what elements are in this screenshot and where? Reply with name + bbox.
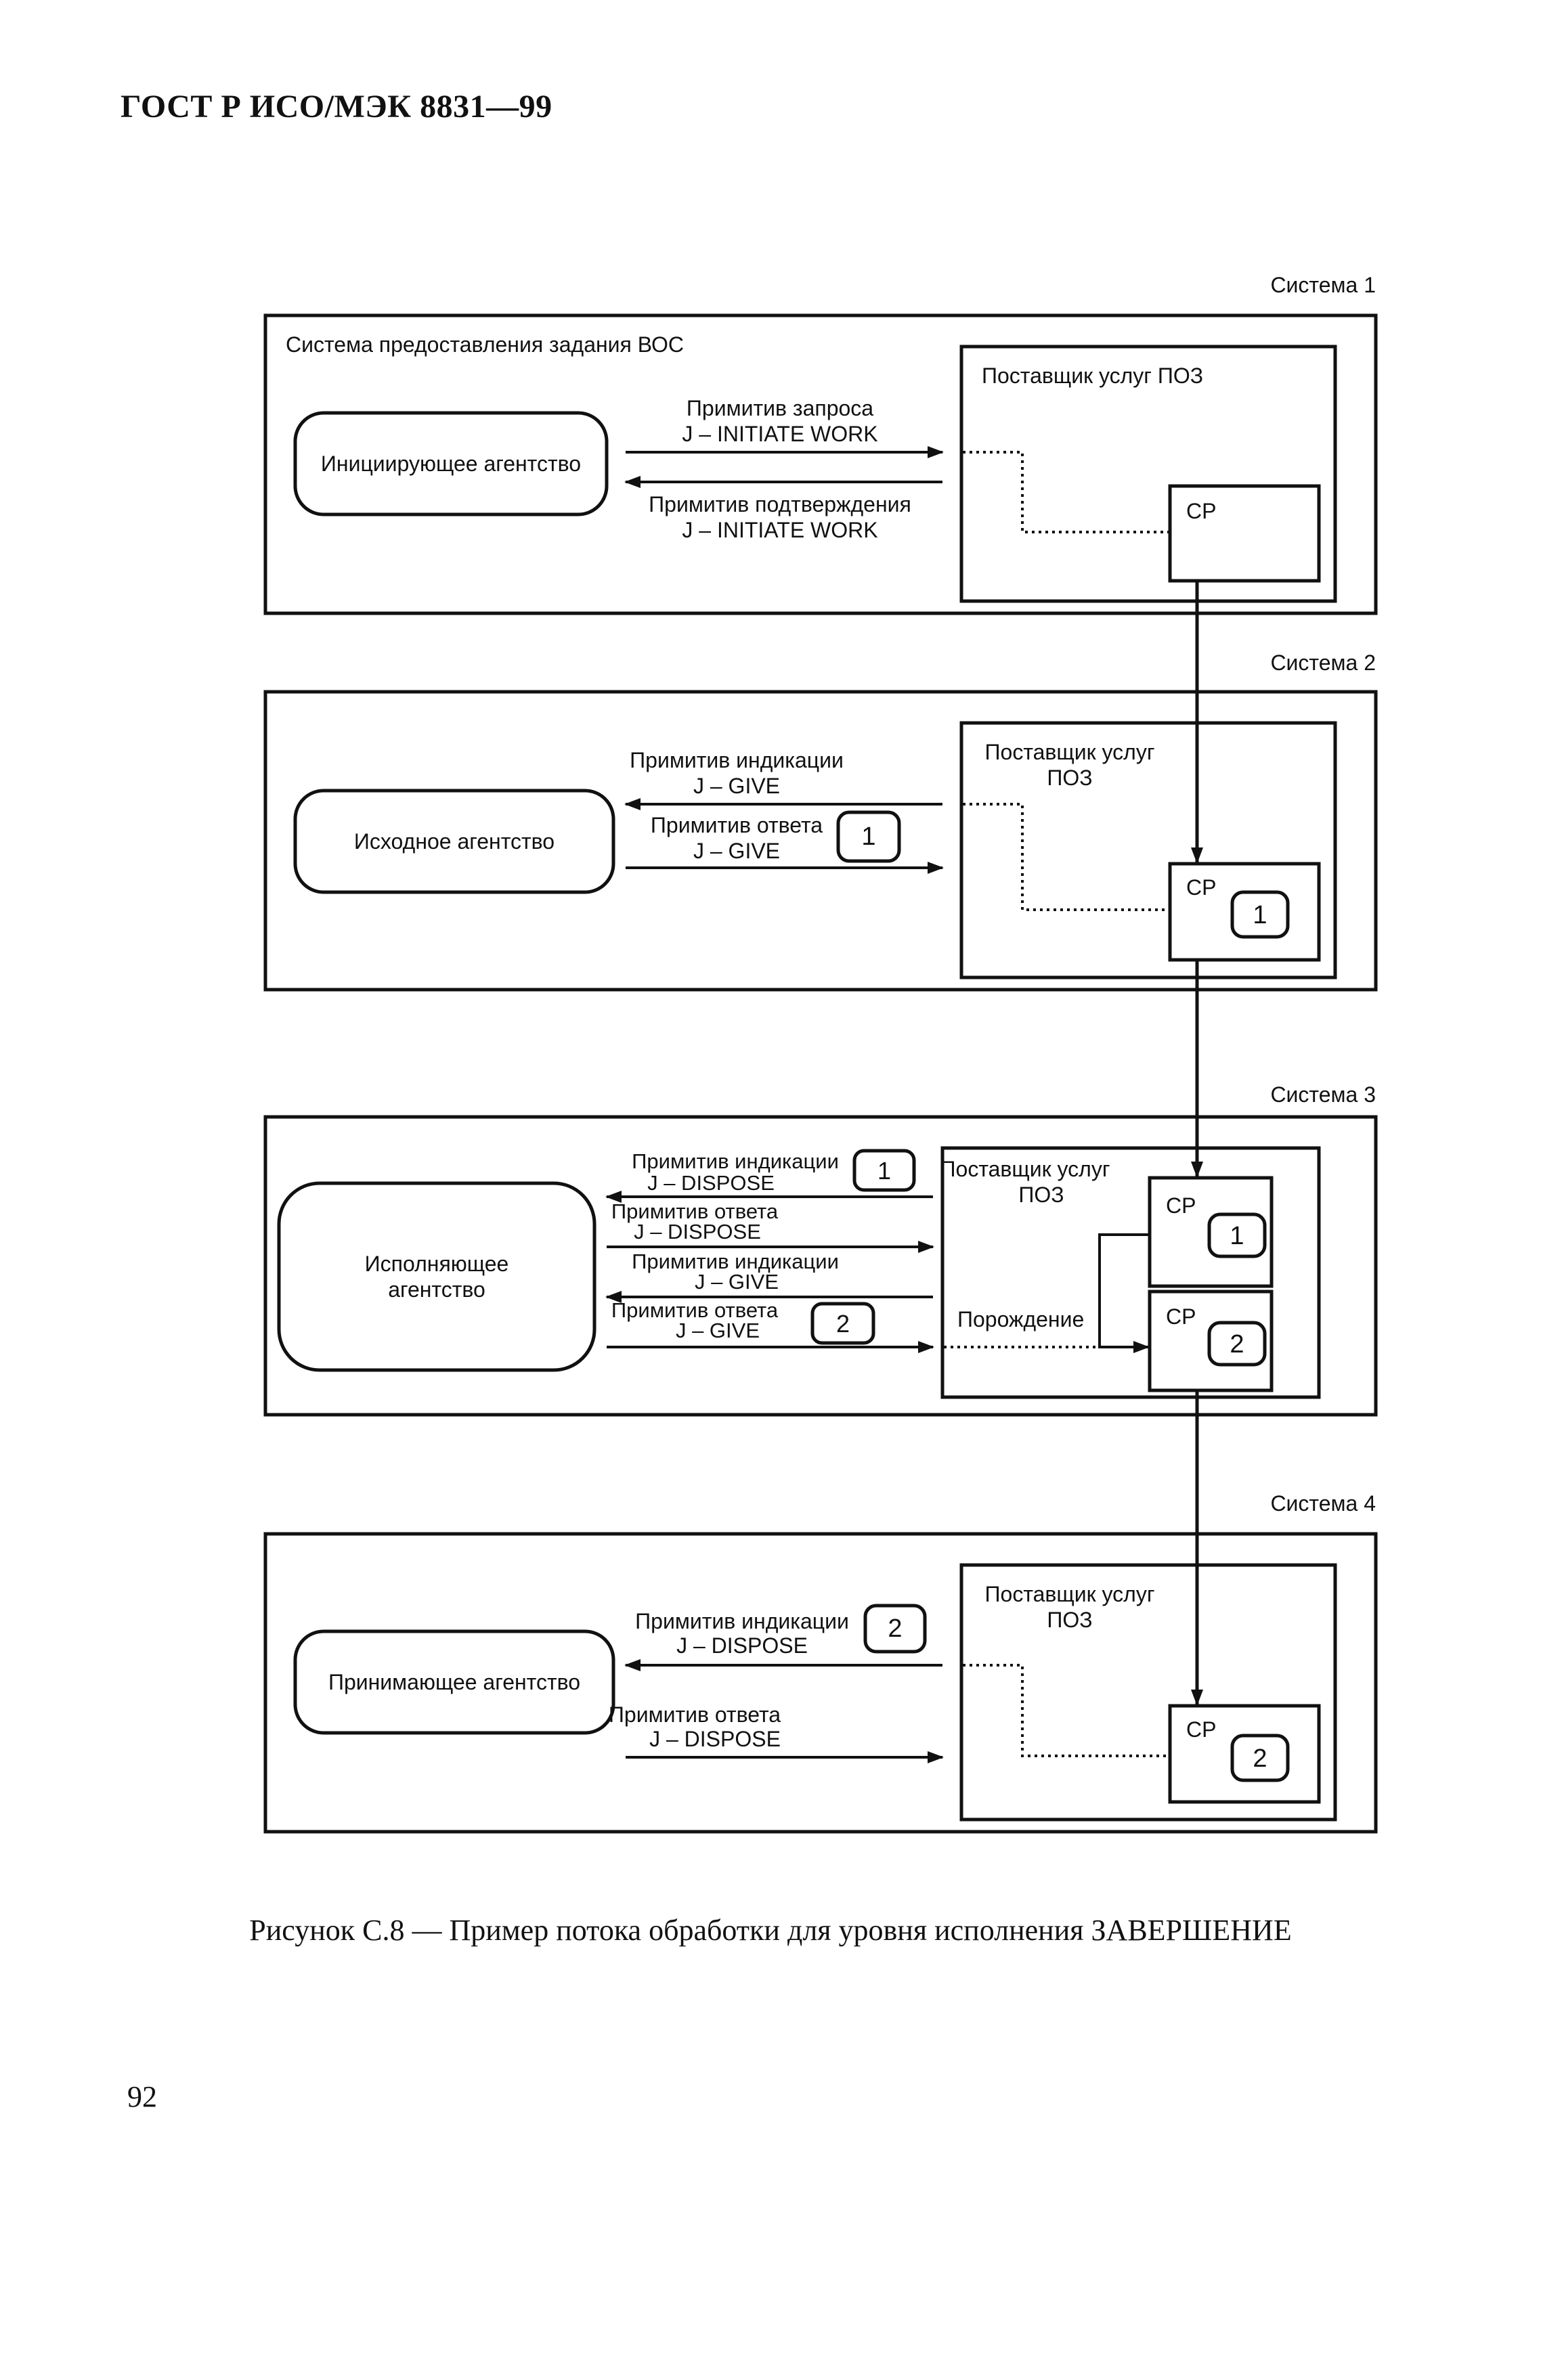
provider-4 (959, 1563, 1337, 1822)
provider-4-line1: Поставщик услуг (985, 1582, 1155, 1606)
receiving-agency (293, 1629, 615, 1735)
provider-2 (959, 721, 1337, 979)
spawn-arrow (1098, 1233, 1150, 1353)
cp-2-badge (1230, 890, 1290, 939)
s3-ind-give-line2: J – GIVE (695, 1270, 779, 1294)
s4-ind-line2: J – DISPOSE (676, 1633, 808, 1658)
s2-response-badge (836, 810, 901, 863)
cp-box-3a (1148, 1176, 1274, 1288)
cp-3b-badge-number: 2 (1230, 1330, 1244, 1359)
executing-agency (277, 1181, 596, 1372)
s2-indication-line1: Примитив индикации (630, 748, 844, 772)
cp-3b-badge (1207, 1321, 1267, 1367)
page-header: ГОСТ Р ИСО/МЭК 8831—99 (121, 89, 552, 125)
provider-4-line2: ПОЗ (1047, 1608, 1092, 1632)
provider-3-line2: ПОЗ (1018, 1183, 1064, 1207)
system-1-label: Система 1 (1270, 273, 1376, 297)
s2-response-line2: J – GIVE (693, 839, 780, 863)
system-1-frame (263, 313, 1378, 615)
s3-resp-give-badge (810, 1302, 875, 1345)
s4-ind-line1: Примитив индикации (635, 1609, 849, 1633)
provider-1 (959, 345, 1337, 603)
s3-resp-give-line2: J – GIVE (676, 1319, 760, 1342)
provider-3 (940, 1146, 1321, 1399)
dotted-link-2 (963, 803, 1170, 911)
cp-3a-badge-number: 1 (1230, 1222, 1244, 1250)
provider-2-line1: Поставщик услуг (985, 740, 1155, 764)
system-3: Система 3 Исполняющее агентство Примитив… (263, 1082, 1378, 1417)
cp-1-label: СР (1186, 499, 1216, 523)
figure-caption: Рисунок С.8 — Пример потока обработки дл… (249, 1914, 1292, 1947)
cp-3a-badge (1207, 1212, 1267, 1258)
cp-3a-label: СР (1166, 1193, 1196, 1218)
s4-resp-line2: J – DISPOSE (649, 1727, 781, 1751)
cp-box-2 (1168, 862, 1321, 962)
cp-4-badge (1230, 1734, 1290, 1782)
executing-agency-line1: Исполняющее (365, 1252, 509, 1276)
cp-box-1 (1168, 484, 1321, 583)
cp-box-4 (1168, 1704, 1321, 1804)
provider-2-line2: ПОЗ (1047, 766, 1092, 790)
system-4-label: Система 4 (1270, 1491, 1376, 1516)
s3-resp-give-line1: Примитив ответа (611, 1298, 779, 1322)
s3-resp-give-badge-number: 2 (836, 1310, 850, 1338)
request-primitive-line1: Примитив запроса (687, 396, 873, 420)
s3-ind-dispose-line1: Примитив индикации (632, 1149, 839, 1173)
page-number: 92 (127, 2080, 157, 2113)
source-agency (293, 789, 615, 894)
s3-ind-dispose-badge (852, 1149, 916, 1192)
system-2-frame (263, 690, 1378, 992)
cp-4-badge-number: 2 (1253, 1744, 1267, 1773)
request-primitive-line2: J – INITIATE WORK (682, 422, 877, 446)
osi-system-label: Система предоставления задания ВОС (286, 332, 684, 357)
cp-2-badge-number: 1 (1253, 901, 1267, 929)
cp-box-3b (1148, 1290, 1274, 1392)
s3-ind-give-line1: Примитив индикации (632, 1250, 839, 1273)
s4-resp-line1: Примитив ответа (609, 1702, 781, 1727)
s2-response-badge-number: 1 (861, 822, 875, 851)
initiating-agency (293, 411, 609, 516)
s3-resp-dispose-line2: J – DISPOSE (634, 1220, 761, 1243)
s2-response-line1: Примитив ответа (651, 813, 823, 837)
s2-indication-line2: J – GIVE (693, 774, 780, 798)
system-4: Система 4 Принимающее агентство Примитив… (263, 1491, 1378, 1834)
dotted-link-4 (963, 1664, 1170, 1757)
confirm-primitive-line2: J – INITIATE WORK (682, 518, 877, 542)
system-2-label: Система 2 (1270, 651, 1376, 675)
cp-4-label: СР (1186, 1717, 1216, 1742)
s3-resp-dispose-line1: Примитив ответа (611, 1199, 779, 1223)
source-agency-label: Исходное агентство (354, 829, 555, 854)
s4-ind-badge (863, 1604, 927, 1654)
s3-ind-dispose-line2: J – DISPOSE (647, 1171, 775, 1195)
s3-ind-dispose-badge-number: 1 (877, 1157, 891, 1185)
cp-2-label: СР (1186, 875, 1216, 900)
system-3-label: Система 3 (1270, 1082, 1376, 1107)
provider-1-label: Поставщик услуг ПОЗ (982, 363, 1203, 388)
receiving-agency-label: Принимающее агентство (328, 1670, 580, 1694)
system-4-frame (263, 1532, 1378, 1834)
cp-3b-label: СР (1166, 1304, 1196, 1329)
executing-agency-line2: агентство (388, 1277, 485, 1302)
system-3-frame (263, 1115, 1378, 1417)
s4-ind-badge-number: 2 (888, 1614, 902, 1643)
system-2: Система 2 Исходное агентство Примитив ин… (263, 651, 1378, 992)
system-1: Система 1 Система предоставления задания… (263, 273, 1378, 615)
initiating-agency-label: Инициирующее агентство (321, 451, 581, 476)
confirm-primitive-line1: Примитив подтверждения (649, 492, 911, 516)
spawn-label: Порождение (957, 1307, 1084, 1331)
dotted-link-1 (963, 451, 1170, 533)
provider-3-line1: Поставщик услуг (940, 1157, 1110, 1181)
